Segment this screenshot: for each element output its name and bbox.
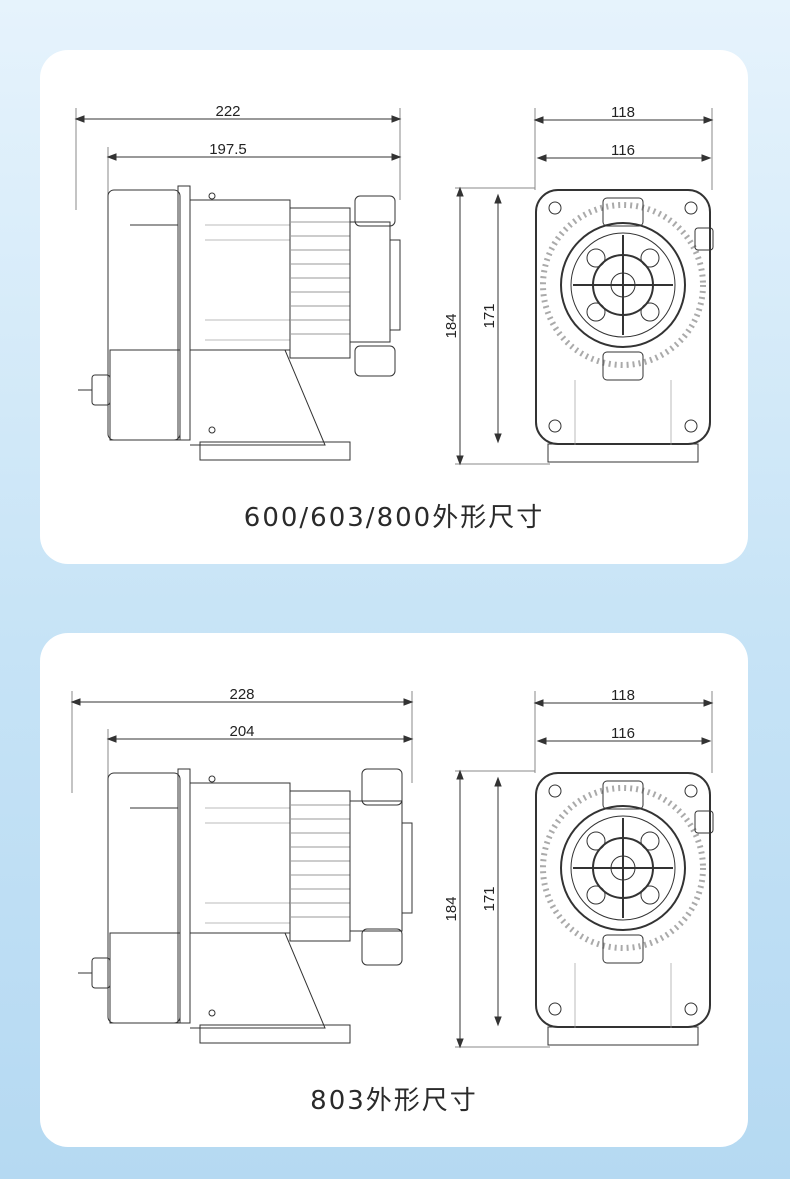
dimension-card-600-603-800: 222 197.5: [40, 50, 748, 564]
dim-body-length: 197.5: [209, 141, 247, 158]
model-caption-text: 803外形尺寸: [310, 1086, 478, 1116]
model-caption: 600/603/800外形尺寸: [235, 497, 553, 534]
dim-overall-length: 228: [229, 686, 254, 703]
dim-outer-width: 118: [611, 104, 635, 121]
side-view-dimensions: 228 204: [70, 686, 414, 793]
caption-row: 600/603/800外形尺寸: [40, 497, 748, 534]
front-view-dimensions: 118 116 184 171: [443, 104, 714, 466]
dim-outer-height: 184: [443, 896, 460, 921]
dim-overall-length: 222: [215, 103, 240, 120]
side-view-dimensions: 222 197.5: [74, 103, 402, 210]
dimension-card-803: 228 204: [40, 633, 748, 1147]
dim-inner-width: 116: [611, 142, 635, 159]
pump-side-view: [78, 768, 413, 1044]
dim-inner-width: 116: [611, 725, 635, 742]
pump-dimension-drawing: 228 204: [70, 686, 714, 1049]
dim-inner-height: 171: [481, 303, 498, 328]
model-caption: 803外形尺寸: [302, 1080, 486, 1117]
model-caption-text: 600/603/800外形尺寸: [243, 503, 545, 533]
pump-dimension-drawing: 222 197.5: [74, 103, 714, 466]
dim-outer-height: 184: [443, 313, 460, 338]
dim-body-length: 204: [229, 723, 254, 740]
front-view-dimensions: 118 116 184 171: [443, 687, 714, 1049]
pump-front-view: [535, 772, 714, 1046]
dim-outer-width: 118: [611, 687, 635, 704]
caption-row: 803外形尺寸: [40, 1080, 748, 1117]
dim-inner-height: 171: [481, 886, 498, 911]
pump-front-view: [535, 189, 714, 463]
pump-side-view: [78, 185, 401, 461]
